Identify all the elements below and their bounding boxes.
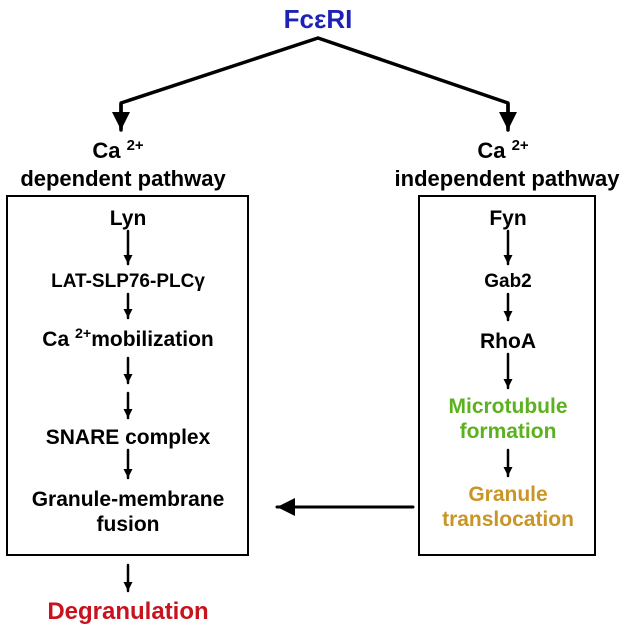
- step-granule-translocation-line2: translocation: [442, 508, 574, 531]
- outcome-degranulation: Degranulation: [47, 598, 209, 625]
- dependent-ca-label: Ca 2+: [92, 136, 144, 163]
- step-granule-membrane-fusion-line2: fusion: [96, 513, 160, 536]
- step-microtubule-formation-line1: Microtubule: [448, 395, 568, 418]
- root-receptor-label: FcεRI: [283, 4, 353, 34]
- step-fyn: Fyn: [489, 207, 527, 230]
- step-microtubule-formation-line2: formation: [459, 420, 557, 443]
- step-rhoa: RhoA: [480, 330, 536, 353]
- step-snare-complex: SNARE complex: [45, 426, 211, 449]
- fork-line: [119, 36, 510, 130]
- step-ca-mobilization: Ca 2+mobilization: [42, 326, 214, 351]
- step-gab2: Gab2: [484, 271, 532, 292]
- dependent-pathway-box: [6, 195, 249, 556]
- independent-pathway-label: independent pathway: [394, 166, 620, 191]
- step-granule-membrane-fusion-line1: Granule-membrane: [31, 488, 225, 511]
- independent-ca-label: Ca 2+: [477, 136, 529, 163]
- independent-pathway-box: [418, 195, 596, 556]
- step-granule-translocation-line1: Granule: [468, 483, 548, 506]
- step-lat-slp76-plcg: LAT-SLP76-PLCγ: [51, 271, 205, 292]
- step-lyn: Lyn: [109, 207, 147, 230]
- dependent-pathway-label: dependent pathway: [20, 166, 226, 191]
